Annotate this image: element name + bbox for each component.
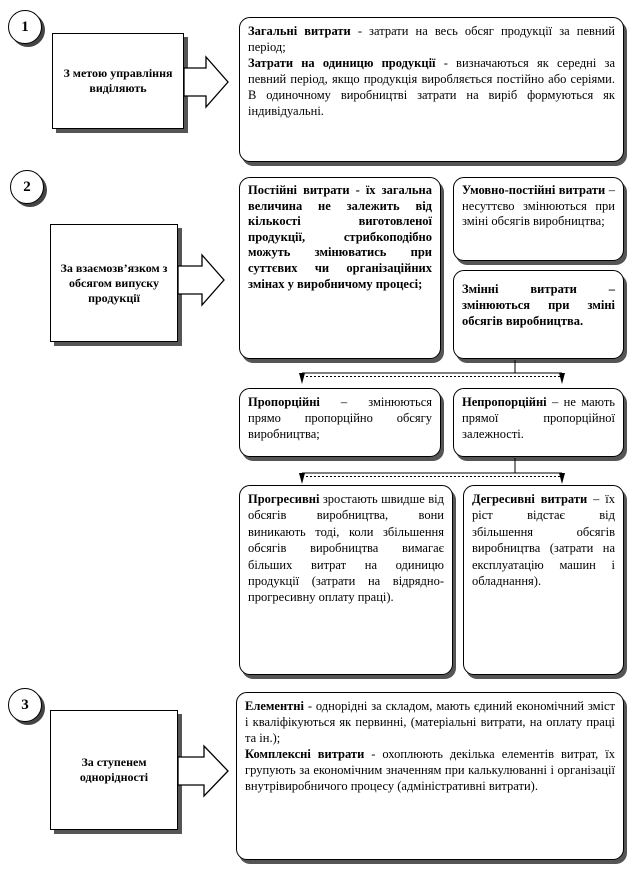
proportional-costs-box: Пропорційні – змінюються прямо пропорцій… — [239, 388, 441, 457]
degressive-costs-box: Дегресивні витрати – їх ріст відстає від… — [463, 485, 624, 675]
group-1-definition-box: Загальні витрати - затрати на весь обсяг… — [239, 17, 624, 162]
variable-costs-box: Змінні витрати – змінюються при зміні об… — [453, 270, 624, 359]
group-3-label: За ступенем однорідності — [50, 710, 178, 830]
unit-costs-definition: Затрати на одиницю продукції - визначают… — [248, 56, 615, 118]
non-proportional-costs-box: Непропорційні – не мають прямої пропорці… — [453, 388, 624, 457]
group-3-arrow-icon — [177, 744, 229, 798]
group-1-label: З метою управління виділяють — [52, 33, 184, 129]
semi-fixed-costs-box: Умовно-постійні витрати – несуттєво змін… — [453, 177, 624, 261]
complex-costs-definition: Комплексні витрати - охоплюють декілька … — [245, 747, 615, 793]
elementary-costs-definition: Елементні - однорідні за складом, мають … — [245, 699, 615, 745]
non-proportional-split-connector — [299, 458, 565, 484]
progressive-costs-box: Прогресивні зростають швидше від обсягів… — [239, 485, 453, 675]
group-3-number: 3 — [8, 688, 42, 722]
group-2-number: 2 — [10, 170, 44, 204]
group-1-arrow-icon — [183, 55, 229, 109]
group-1-number: 1 — [8, 10, 42, 44]
variable-split-connector — [299, 360, 565, 384]
group-3-definition-box: Елементні - однорідні за складом, мають … — [236, 692, 624, 860]
group-2-arrow-icon — [177, 253, 225, 307]
group-2-label: За взаємозв’язком з обсягом випуску прод… — [50, 224, 178, 342]
fixed-costs-box: Постійні витрати - їх загальна величина … — [239, 177, 441, 359]
total-costs-definition: Загальні витрати - затрати на весь обсяг… — [248, 24, 615, 54]
